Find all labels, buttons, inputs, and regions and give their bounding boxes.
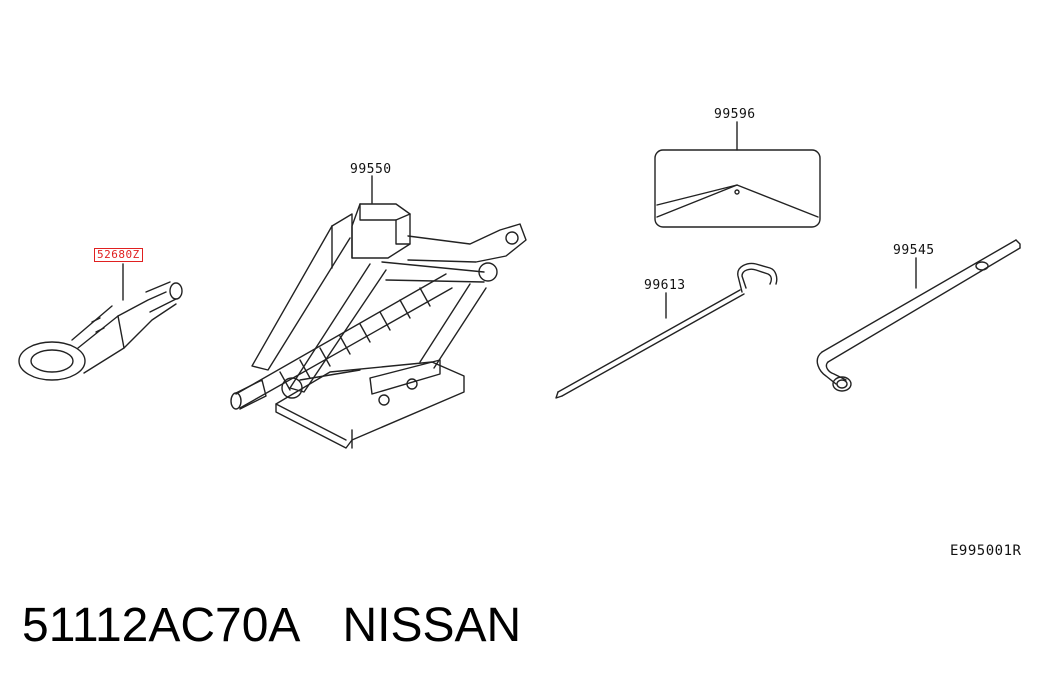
callout-tow-hook[interactable]: 52680Z — [94, 248, 143, 262]
jack-handle-rod-drawing — [555, 262, 778, 399]
callout-wheel-wrench[interactable]: 99545 — [893, 243, 935, 258]
callout-jack[interactable]: 99550 — [350, 162, 392, 177]
callout-jack-handle-rod[interactable]: 99613 — [644, 278, 686, 293]
warning-triangle-case-drawing — [654, 121, 821, 228]
part-caption: 51112AC70A NISSAN — [22, 598, 521, 653]
jack-drawing — [230, 175, 527, 449]
part-number: 51112AC70A — [22, 599, 301, 652]
brand-name: NISSAN — [342, 599, 522, 652]
wheel-wrench-drawing — [816, 239, 1021, 392]
tow-hook-drawing — [18, 263, 183, 381]
callout-warning-triangle-case[interactable]: 99596 — [714, 107, 756, 122]
diagram-reference-code: E995001R — [950, 543, 1022, 559]
